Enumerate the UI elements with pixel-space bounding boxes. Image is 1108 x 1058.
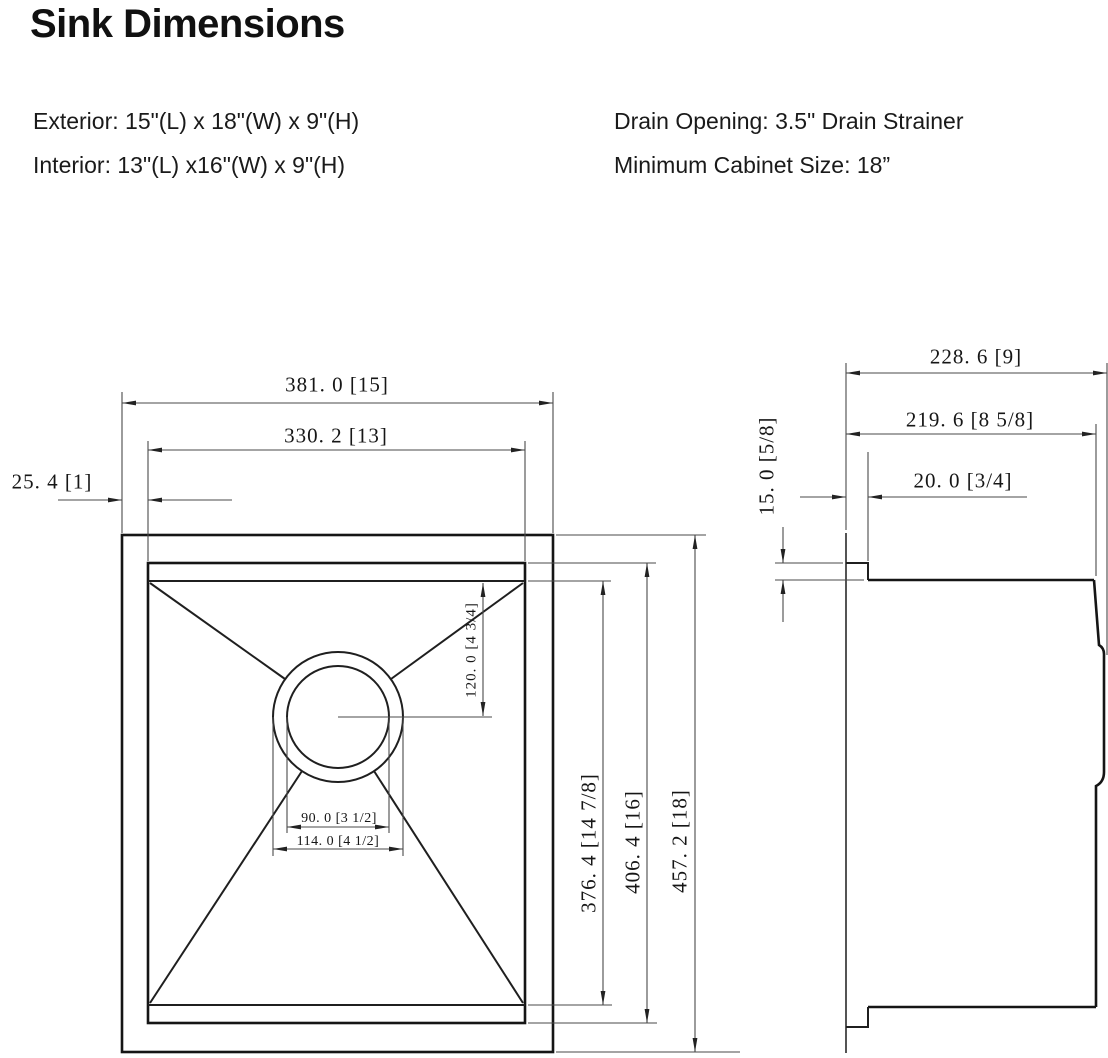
top-view-dimension-lines <box>58 392 740 1053</box>
label-outer-width: 381. 0 [15] <box>285 372 389 397</box>
label-outer-depth: 228. 6 [9] <box>929 344 1023 369</box>
label-flange-offset: 20. 0 [3/4] <box>913 468 1013 493</box>
label-drain-offset: 120. 0 [4 3/4] <box>463 602 480 698</box>
label-outer-length: 457. 2 [18] <box>667 789 692 893</box>
spec-exterior: Exterior: 15"(L) x 18"(W) x 9"(H) <box>33 108 360 134</box>
slope-line-bottom-left <box>149 770 303 1004</box>
bottom-flange-step <box>846 1007 869 1028</box>
side-right-wall <box>1092 579 1106 1007</box>
top-view-outline <box>120 533 555 1054</box>
side-view-dimension-lines <box>775 363 1108 655</box>
spec-cabinet-size: Minimum Cabinet Size: 18” <box>614 152 891 178</box>
outer-rim-rect <box>120 533 555 1054</box>
page-title: Sink Dimensions <box>30 2 345 46</box>
label-interior-length: 376. 4 [14 7/8] <box>576 773 601 913</box>
top-flange-step <box>846 562 869 580</box>
spec-interior: Interior: 13"(L) x16"(W) x 9"(H) <box>33 152 346 178</box>
label-inner-length: 406. 4 [16] <box>620 790 645 894</box>
slope-line-bottom-right <box>373 770 524 1004</box>
label-rim-width: 25. 4 [1] <box>11 469 93 494</box>
label-inner-width: 330. 2 [13] <box>284 423 388 448</box>
label-drain-outer-dia: 114. 0 [4 1/2] <box>296 834 380 849</box>
side-view-outline <box>845 533 1106 1053</box>
label-flange-height: 15. 0 [5/8] <box>754 416 779 516</box>
slope-line-top-left <box>149 582 286 680</box>
label-drain-inner-dia: 90. 0 [3 1/2] <box>301 811 377 826</box>
spec-drain-opening: Drain Opening: 3.5" Drain Strainer <box>614 108 964 134</box>
slope-line-top-right <box>390 582 524 680</box>
label-inner-depth: 219. 6 [8 5/8] <box>905 407 1035 432</box>
inner-rim-rect <box>146 561 527 1025</box>
